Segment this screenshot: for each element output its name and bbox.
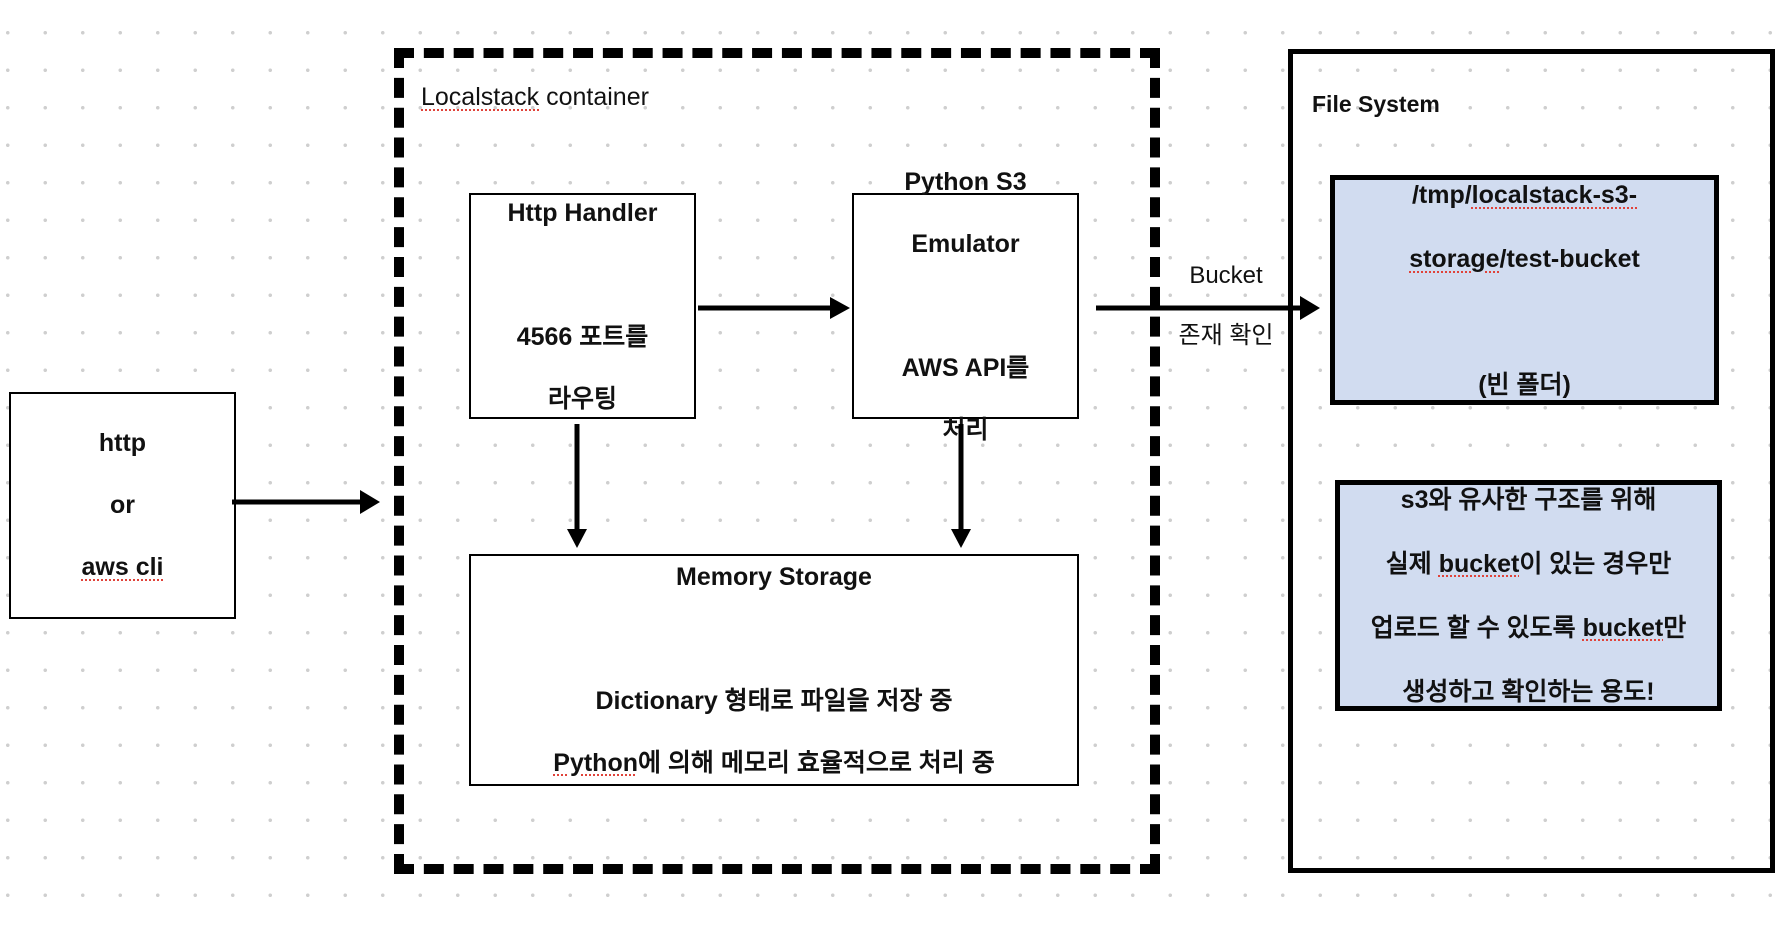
s3-emulator-desc-1: AWS API를 — [901, 353, 1030, 382]
client-line-aws-cli: aws cli — [82, 552, 164, 583]
bucket-check-line-2: 존재 확인 — [1178, 322, 1274, 349]
explanation-note-node[interactable]: s3와 유사한 구조를 위해 실제 bucket이 있는 경우만 업로드 할 수… — [1335, 480, 1722, 711]
client-line-or: or — [110, 491, 135, 519]
s3-emulator-desc-2: 처리 — [942, 415, 989, 444]
bucket-check-edge-label: Bucket 존재 확인 — [1166, 231, 1286, 381]
bucket-path-rest: /test-bucket — [1499, 245, 1640, 273]
bucket-path-storage: storage — [1409, 245, 1500, 273]
bucket-path-note: (빈 폴더) — [1478, 371, 1571, 399]
http-handler-node[interactable]: Http Handler 4566 포트를 라우팅 — [469, 193, 696, 419]
localstack-word: Localstack — [421, 83, 540, 111]
memory-storage-node[interactable]: Memory Storage Dictionary 형태로 파일을 저장 중 P… — [469, 554, 1079, 786]
client-node[interactable]: http or aws cli — [9, 392, 236, 619]
explanation-line-4: 생성하고 확인하는 용도! — [1402, 677, 1655, 706]
bucket-path-node[interactable]: /tmp/localstack-s3- storage/test-bucket … — [1330, 175, 1719, 405]
bucket-path-line-1: /tmp/localstack-s3- — [1409, 179, 1640, 211]
memory-storage-desc-1: Dictionary 형태로 파일을 저장 중 — [595, 686, 953, 715]
explanation-line-3-rest: 만 — [1663, 613, 1687, 642]
s3-emulator-label: Python S3 Emulator AWS API를 처리 — [902, 136, 1030, 477]
explanation-line-2-pre: 실제 — [1385, 549, 1439, 578]
explanation-line-3: 업로드 할 수 있도록 bucket만 — [1371, 612, 1686, 644]
localstack-container-frame — [394, 48, 1160, 874]
http-handler-label: Http Handler 4566 포트를 라우팅 — [508, 167, 658, 446]
http-handler-desc-2: 라우팅 — [547, 384, 617, 413]
memory-storage-desc-2: Python에 의해 메모리 효율적으로 처리 중 — [553, 748, 994, 779]
bucket-path-localstack: localstack-s3- — [1471, 181, 1638, 209]
explanation-label: s3와 유사한 구조를 위해 실제 bucket이 있는 경우만 업로드 할 수… — [1371, 452, 1686, 740]
s3-emulator-title-1: Python S3 — [904, 167, 1027, 196]
localstack-container-title: Localstack container — [421, 83, 649, 112]
bucket-word-1: bucket — [1438, 549, 1520, 578]
client-line-aws-cli-text: aws cli — [81, 553, 164, 581]
client-line-http: http — [98, 429, 147, 457]
container-word: container — [546, 83, 649, 111]
explanation-line-2: 실제 bucket이 있는 경우만 — [1371, 548, 1686, 580]
http-handler-desc-1: 4566 포트를 — [516, 322, 649, 351]
bucket-path-prefix: /tmp/ — [1411, 181, 1472, 209]
explanation-line-3-pre: 업로드 할 수 있도록 — [1370, 613, 1583, 642]
http-handler-title: Http Handler — [507, 198, 658, 227]
s3-emulator-node[interactable]: Python S3 Emulator AWS API를 처리 — [852, 168, 1079, 444]
file-system-title: File System — [1312, 91, 1440, 117]
explanation-line-2-rest: 이 있는 경우만 — [1519, 549, 1672, 578]
memory-storage-desc-2-rest: 에 의해 메모리 효율적으로 처리 중 — [637, 748, 995, 777]
bucket-path-line-2: storage/test-bucket — [1409, 243, 1640, 275]
bucket-check-line-1: Bucket — [1189, 262, 1263, 289]
bucket-path-label: /tmp/localstack-s3- storage/test-bucket … — [1409, 147, 1640, 433]
file-system-frame — [1288, 49, 1775, 873]
client-label: http or aws cli — [82, 397, 164, 614]
explanation-line-1: s3와 유사한 구조를 위해 — [1400, 485, 1657, 514]
memory-storage-title: Memory Storage — [676, 562, 872, 591]
s3-emulator-title-2: Emulator — [911, 229, 1020, 258]
memory-storage-label: Memory Storage Dictionary 형태로 파일을 저장 중 P… — [553, 531, 994, 810]
python-word: Python — [553, 748, 638, 777]
bucket-word-2: bucket — [1582, 613, 1664, 642]
arrow-client-to-container — [232, 490, 380, 514]
